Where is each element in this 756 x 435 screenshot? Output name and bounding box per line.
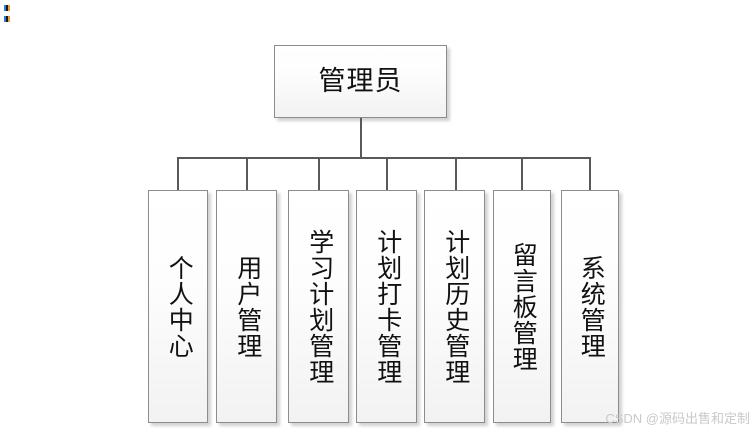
node-child-plan-checkin-management[interactable]: 计划打卡管理 [356, 190, 417, 423]
connector-drop-4 [386, 157, 388, 190]
connector-drop-7 [589, 157, 591, 190]
node-child-label: 留言板管理 [509, 241, 537, 372]
connector-drop-2 [246, 157, 248, 190]
node-child-label: 个人中心 [165, 254, 193, 359]
connector-horizontal-bus [177, 157, 591, 159]
node-child-system-management[interactable]: 系统管理 [561, 190, 619, 423]
artifact-dot-bottom [4, 16, 10, 22]
node-child-message-board-management[interactable]: 留言板管理 [493, 190, 551, 423]
node-child-user-management[interactable]: 用户管理 [216, 190, 277, 423]
node-child-study-plan-management[interactable]: 学习计划管理 [288, 190, 349, 423]
node-root-admin[interactable]: 管理员 [274, 45, 447, 118]
node-child-label: 系统管理 [577, 254, 605, 359]
node-child-label: 用户管理 [233, 254, 261, 359]
node-child-personal-center[interactable]: 个人中心 [148, 190, 208, 423]
connector-drop-6 [521, 157, 523, 190]
node-root-label: 管理员 [318, 66, 403, 96]
corner-artifact [4, 5, 10, 25]
connector-root-trunk [360, 118, 362, 158]
node-child-label: 计划打卡管理 [373, 228, 401, 385]
node-child-label: 学习计划管理 [305, 228, 333, 385]
watermark-text: CSDN @源码出售和定制 [605, 411, 750, 426]
connector-drop-3 [318, 157, 320, 190]
connector-drop-5 [455, 157, 457, 190]
artifact-dot-top [4, 5, 10, 11]
connector-drop-1 [177, 157, 179, 190]
node-child-plan-history-management[interactable]: 计划历史管理 [424, 190, 485, 423]
node-child-label: 计划历史管理 [441, 228, 469, 385]
